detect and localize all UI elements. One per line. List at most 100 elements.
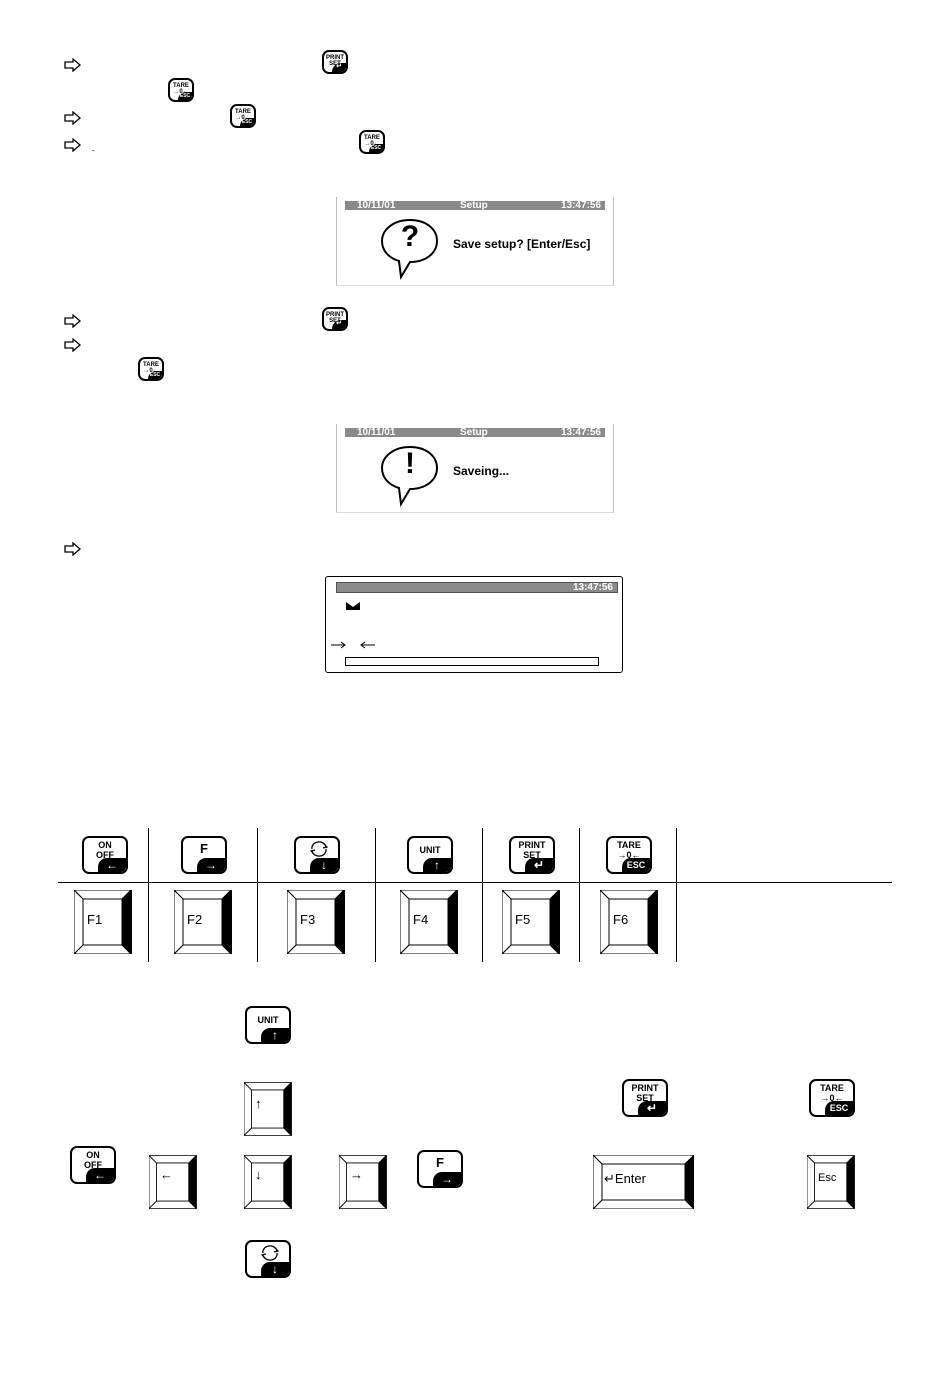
tare-esc-key[interactable]: TARE→0← ESC: [359, 130, 385, 154]
left-arrow-icon: ←: [160, 1167, 173, 1182]
down-arrow-icon: ↓: [310, 858, 338, 872]
up-arrow-icon: ↑: [261, 1028, 289, 1042]
enter-icon: ↵: [525, 858, 553, 872]
right-arrow-icon: →: [350, 1167, 363, 1182]
right-arrow-icon: →: [197, 858, 225, 872]
lcd-status-bar: 10/11/01 Setup 13:47:56: [345, 200, 605, 211]
stability-icon: [346, 602, 360, 610]
lcd-status-bar: 13:47:56: [336, 582, 618, 593]
key-label: →0←: [364, 141, 380, 147]
enter-key[interactable]: ↵Enter: [591, 1153, 696, 1211]
lcd-time: 13:47:56: [560, 427, 601, 438]
key-label: ON: [86, 1150, 100, 1160]
tare-esc-key[interactable]: TARE→0← ESC: [606, 836, 652, 874]
key-bevel: [149, 1155, 197, 1209]
key-label: PRINT: [326, 55, 344, 61]
key-label: F4: [413, 912, 429, 927]
tare-esc-key[interactable]: TARE→0← ESC: [809, 1079, 855, 1117]
step-arrow-icon: [64, 58, 81, 72]
cycle-key[interactable]: ↓: [245, 1240, 291, 1278]
key-label: ESC: [622, 858, 650, 872]
step-arrow-icon: [64, 111, 81, 125]
lcd-time: 13:47:56: [560, 200, 601, 211]
arrow-down-key[interactable]: ↓: [244, 1155, 292, 1209]
up-arrow-icon: ↑: [255, 1096, 262, 1111]
key-label: F: [200, 841, 208, 856]
key-label: F5: [515, 912, 531, 927]
f6-key[interactable]: F6: [600, 890, 658, 954]
lcd-status-bar: 10/11/01 Setup 13:47:56: [345, 427, 605, 438]
key-label: F: [436, 1155, 444, 1170]
f4-key[interactable]: F4: [400, 890, 458, 954]
cycle-key[interactable]: ↓: [294, 836, 340, 874]
key-label: TARE: [364, 135, 380, 141]
arrow-right-key[interactable]: →: [339, 1155, 387, 1209]
key-label: UNIT: [257, 1015, 279, 1025]
unit-key[interactable]: UNIT ↑: [245, 1006, 291, 1044]
f5-key[interactable]: F5: [502, 890, 560, 954]
key-bevel: [339, 1155, 387, 1209]
question-bubble-icon: [380, 218, 439, 280]
step-arrow-icon: [64, 314, 81, 328]
key-bevel: [244, 1155, 292, 1209]
key-label: ESC: [825, 1101, 853, 1115]
enter-icon: ↵: [332, 320, 346, 329]
key-label: PRINT: [326, 312, 344, 318]
cycle-icon: [309, 841, 329, 857]
key-label: F2: [187, 912, 203, 927]
arrow-left-key[interactable]: ←: [149, 1155, 197, 1209]
exclamation-bubble-icon: [380, 445, 439, 507]
bubble-symbol: ?: [400, 220, 420, 253]
key-label: ESC: [178, 92, 192, 100]
zero-indicator-icon: [331, 641, 375, 649]
key-bevel: [400, 890, 458, 954]
key-label: OFF: [84, 1160, 102, 1170]
f-key[interactable]: F →: [181, 836, 227, 874]
table-divider: [579, 828, 580, 962]
right-arrow-icon: →: [433, 1172, 461, 1186]
table-divider: [375, 828, 376, 962]
step-arrow-icon: [64, 338, 81, 352]
table-divider: [58, 882, 892, 883]
step-arrow-icon: [64, 542, 81, 556]
key-bevel: [287, 890, 345, 954]
arrow-up-key[interactable]: ↑: [244, 1082, 292, 1136]
tare-esc-key[interactable]: TARE→0← ESC: [230, 104, 256, 128]
tare-esc-key[interactable]: TARE→0← ESC: [168, 78, 194, 102]
key-label: TARE: [173, 83, 189, 89]
tare-esc-key[interactable]: TARE→0← ESC: [138, 357, 164, 381]
unit-key[interactable]: UNIT ↑: [407, 836, 453, 874]
enter-icon: ↵: [332, 63, 346, 72]
left-arrow-icon: ←: [86, 1168, 114, 1182]
key-label: →0←: [617, 850, 641, 860]
lcd-save-prompt: 10/11/01 Setup 13:47:56 ? Save setup? [E…: [336, 197, 614, 286]
f1-key[interactable]: F1: [74, 890, 132, 954]
key-label: SET: [636, 1093, 654, 1103]
key-label: F1: [87, 912, 103, 927]
f3-key[interactable]: F3: [287, 890, 345, 954]
key-label: F6: [613, 912, 629, 927]
key-label: SET: [523, 850, 541, 860]
left-arrow-icon: ←: [98, 858, 126, 872]
key-label: →0←: [235, 115, 251, 121]
up-arrow-icon: ↑: [423, 858, 451, 872]
step-arrow-icon: [64, 138, 81, 152]
f-key[interactable]: F →: [417, 1150, 463, 1188]
key-label: F3: [300, 912, 316, 927]
key-label: UNIT: [419, 845, 441, 855]
lcd-saving: 10/11/01 Setup 13:47:56 ! Saveing...: [336, 424, 614, 513]
lcd-date: 10/11/01: [357, 200, 396, 211]
esc-key[interactable]: Esc: [807, 1155, 855, 1209]
f2-key[interactable]: F2: [174, 890, 232, 954]
lcd-weighing: 13:47:56: [325, 576, 623, 673]
table-divider: [148, 828, 149, 962]
key-label: TARE: [820, 1083, 844, 1093]
key-bevel: [74, 890, 132, 954]
down-arrow-icon: ↓: [261, 1262, 289, 1276]
